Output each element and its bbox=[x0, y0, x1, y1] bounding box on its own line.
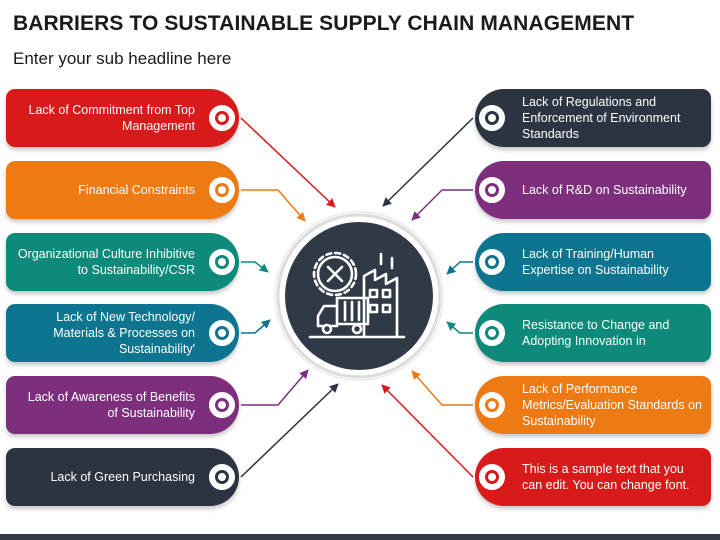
connector-left-1 bbox=[240, 117, 336, 208]
barrier-card-left-4: Lack of New Technology/ Materials & Proc… bbox=[6, 304, 239, 362]
connector-node bbox=[479, 392, 505, 418]
barrier-text: Organizational Culture Inhibitive to Sus… bbox=[17, 247, 195, 277]
barrier-text: Lack of Performance Metrics/Evaluation S… bbox=[522, 382, 702, 428]
barrier-card-left-6: Lack of Green Purchasing bbox=[6, 448, 239, 506]
connector-node bbox=[209, 320, 235, 346]
connector-node bbox=[479, 464, 505, 490]
barrier-text: Lack of Training/Human Expertise on Sust… bbox=[522, 247, 669, 277]
barrier-card-left-5: Lack of Awareness of Benefits of Sustain… bbox=[6, 376, 239, 434]
barrier-text: Lack of Green Purchasing bbox=[50, 470, 195, 484]
barrier-card-right-3: Lack of Training/Human Expertise on Sust… bbox=[475, 233, 711, 291]
connector-node bbox=[479, 177, 505, 203]
connector-node bbox=[479, 320, 505, 346]
connector-left-2 bbox=[241, 189, 306, 222]
barrier-card-right-2: Lack of R&D on Sustainability bbox=[475, 161, 711, 219]
connector-left-3 bbox=[241, 261, 269, 273]
connector-node bbox=[209, 177, 235, 203]
connector-right-5 bbox=[411, 370, 473, 406]
connector-node bbox=[209, 249, 235, 275]
barrier-card-right-4: Resistance to Change and Adopting Innova… bbox=[475, 304, 711, 362]
connector-right-4 bbox=[446, 321, 473, 334]
connector-right-2 bbox=[411, 189, 473, 221]
barrier-card-left-2: Financial Constraints bbox=[6, 161, 239, 219]
barrier-text: Lack of Awareness of Benefits of Sustain… bbox=[27, 390, 195, 420]
connector-right-1 bbox=[382, 117, 474, 207]
connector-node bbox=[209, 105, 235, 131]
connector-left-6 bbox=[240, 383, 339, 478]
barrier-text: Lack of New Technology/ Materials & Proc… bbox=[53, 310, 195, 356]
connector-left-4 bbox=[241, 319, 271, 334]
barrier-card-right-6: This is a sample text that you can edit.… bbox=[475, 448, 711, 506]
connector-right-3 bbox=[446, 261, 473, 275]
barrier-card-left-3: Organizational Culture Inhibitive to Sus… bbox=[6, 233, 239, 291]
barrier-text: Financial Constraints bbox=[78, 183, 195, 197]
connector-right-6 bbox=[381, 384, 474, 478]
connector-node bbox=[479, 105, 505, 131]
center-hub bbox=[274, 211, 444, 381]
barrier-text: Resistance to Change and Adopting Innova… bbox=[522, 318, 670, 348]
barrier-card-right-5: Lack of Performance Metrics/Evaluation S… bbox=[475, 376, 711, 434]
barrier-card-left-1: Lack of Commitment from Top Management bbox=[6, 89, 239, 147]
connector-node bbox=[479, 249, 505, 275]
barrier-text: Lack of R&D on Sustainability bbox=[522, 183, 687, 197]
barrier-text: Lack of Regulations and Enforcement of E… bbox=[522, 95, 681, 141]
barrier-card-right-1: Lack of Regulations and Enforcement of E… bbox=[475, 89, 711, 147]
barrier-text: This is a sample text that you can edit.… bbox=[522, 462, 690, 492]
connector-left-5 bbox=[241, 369, 309, 406]
barrier-text: Lack of Commitment from Top Management bbox=[28, 103, 196, 133]
connector-node bbox=[209, 392, 235, 418]
page-title: BARRIERS TO SUSTAINABLE SUPPLY CHAIN MAN… bbox=[13, 12, 635, 35]
footer-bar bbox=[0, 534, 720, 540]
factory-truck-no-icon bbox=[308, 251, 406, 339]
connector-node bbox=[209, 464, 235, 490]
page-subtitle: Enter your sub headline here bbox=[13, 49, 232, 68]
